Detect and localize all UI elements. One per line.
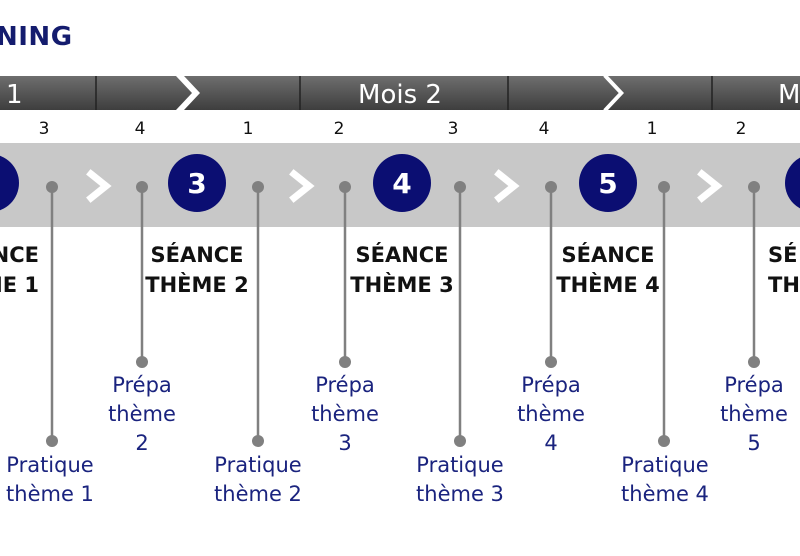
connector-dot (252, 181, 264, 193)
pratique-line1: Pratique (214, 453, 301, 477)
connector-dot (454, 181, 466, 193)
month-label: 1 (6, 80, 23, 110)
connector-dot (748, 181, 760, 193)
week-number: 3 (39, 119, 50, 139)
session-label-line2: THÈME 3 (350, 272, 453, 297)
session-circle (0, 155, 19, 211)
connector-dot (658, 181, 670, 193)
prepa-line3: 2 (135, 431, 148, 455)
connector-dot (46, 435, 58, 447)
session-number: 4 (392, 167, 411, 200)
chevron-right-icon (494, 169, 520, 203)
connector-dot (339, 356, 351, 368)
connector-dot (454, 435, 466, 447)
connector-dot (658, 435, 670, 447)
week-number: 2 (736, 119, 747, 139)
prepa-line3: 3 (338, 431, 351, 455)
session-number: 3 (187, 167, 206, 200)
chevron-right-icon (289, 169, 315, 203)
chevron-right-icon (697, 169, 723, 203)
page-title: NING (0, 22, 73, 52)
month-label: Mois 2 (358, 80, 442, 110)
session-circle (785, 157, 800, 209)
prepa-line1: Prépa (315, 373, 375, 397)
week-number: 2 (334, 119, 345, 139)
prepa-line2: thème (517, 402, 585, 426)
month-bar-3 (608, 76, 800, 110)
session-labels: ÉANCE ME 1 SÉANCE THÈME 2 SÉANCE THÈME 3… (0, 242, 800, 297)
session-circle (168, 154, 226, 212)
prepa-line1: Prépa (112, 373, 172, 397)
prepa-line2: thème (311, 402, 379, 426)
session-label-line2: THÈME 4 (556, 272, 659, 297)
session-circle (579, 154, 637, 212)
session-label-line1: SÉANCE (150, 242, 243, 267)
pratique-line1: Pratique (6, 453, 93, 477)
pratique-line2: thème 3 (416, 482, 504, 506)
session-label-line1: SÉ (768, 242, 797, 267)
session-circle (373, 154, 431, 212)
prepa-line2: thème (720, 402, 788, 426)
week-number: 1 (243, 119, 254, 139)
prepa-line2: thème (108, 402, 176, 426)
week-number: 4 (539, 119, 550, 139)
session-label-line2: TH (768, 273, 800, 297)
connector-dots (46, 181, 760, 447)
week-number: 1 (647, 119, 658, 139)
session-markers: 3 4 5 (0, 154, 800, 212)
connector-dot (46, 181, 58, 193)
pratique-line2: thème 2 (214, 482, 302, 506)
pratique-labels: Pratique thème 1 Pratique thème 2 Pratiq… (6, 453, 709, 506)
band-chevrons (86, 169, 723, 203)
connector-lines (50, 187, 756, 441)
session-label-line2: THÈME 2 (145, 272, 248, 297)
session-label-line2: ME 1 (0, 273, 39, 297)
week-number: 3 (448, 119, 459, 139)
session-label-line1: SÉANCE (561, 242, 654, 267)
session-number: 5 (598, 167, 617, 200)
connector-dot (252, 435, 264, 447)
connector-dot (339, 181, 351, 193)
week-number: 4 (135, 119, 146, 139)
pratique-line2: thème 4 (621, 482, 709, 506)
connector-dot (136, 356, 148, 368)
connector-dot (136, 181, 148, 193)
month-label: M (778, 80, 800, 110)
connector-dot (748, 356, 760, 368)
month-divider-chevron (179, 75, 198, 111)
month-bar-group: 1 Mois 2 M (0, 75, 800, 111)
week-number-row: 3 4 1 2 3 4 1 2 (39, 119, 747, 139)
connector-dot (545, 356, 557, 368)
month-divider-chevron (603, 75, 622, 111)
connector-dot (545, 181, 557, 193)
pratique-line1: Pratique (416, 453, 503, 477)
pratique-line1: Pratique (621, 453, 708, 477)
prepa-line1: Prépa (724, 373, 784, 397)
prepa-line3: 4 (544, 431, 557, 455)
chevron-right-icon (86, 169, 112, 203)
prepa-line1: Prépa (521, 373, 581, 397)
prepa-labels: Prépa thème 2 Prépa thème 3 Prépa thème … (108, 373, 788, 455)
prepa-line3: 5 (747, 431, 760, 455)
pratique-line2: thème 1 (6, 482, 94, 506)
session-label-line1: SÉANCE (355, 242, 448, 267)
session-label-line1: ÉANCE (0, 242, 39, 267)
month-bar-2 (184, 76, 620, 110)
